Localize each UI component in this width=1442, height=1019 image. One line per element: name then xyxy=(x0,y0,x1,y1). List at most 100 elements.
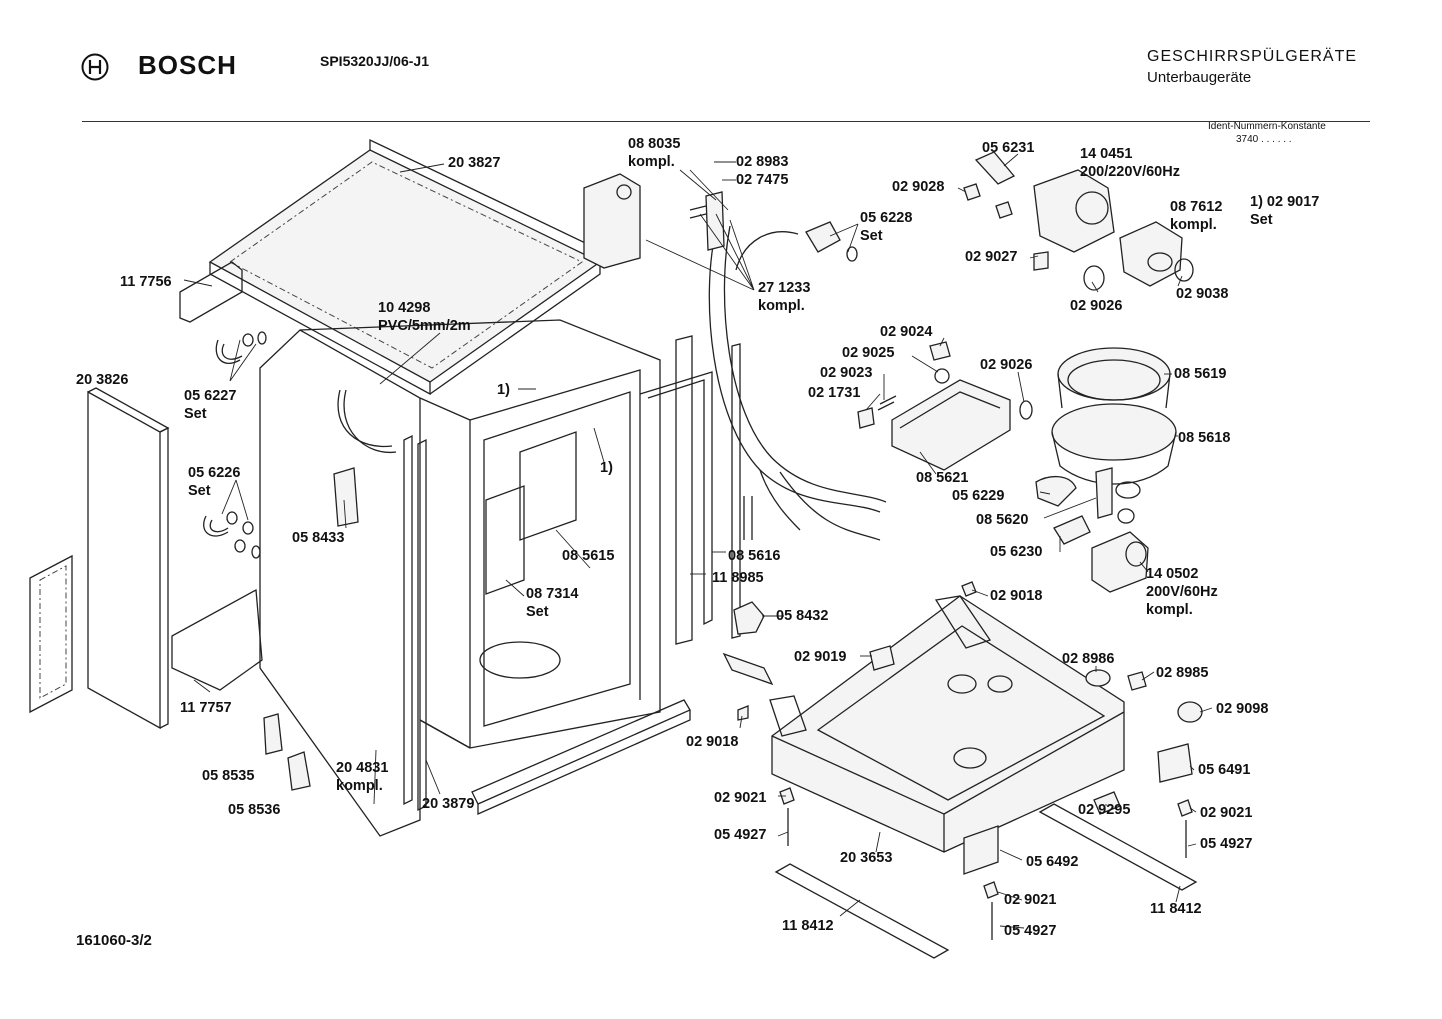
side-panel xyxy=(29,387,170,730)
part-label-p42: 05 6230 xyxy=(990,544,1042,560)
part-label-p30: 02 9026 xyxy=(1070,298,1122,314)
part-label-line: Set xyxy=(526,604,549,620)
part-label-p49: 02 9098 xyxy=(1216,701,1268,717)
part-label-p47: 02 8986 xyxy=(1062,651,1114,667)
part-label-line: 02 9021 xyxy=(714,790,766,806)
part-label-line: 05 4927 xyxy=(1200,836,1252,852)
part-label-line: 02 9023 xyxy=(820,365,872,381)
part-label-p04: 20 3826 xyxy=(76,372,128,388)
ident-value: 3740 . . . . . . xyxy=(1236,134,1292,145)
part-label-line: 02 9295 xyxy=(1078,802,1130,818)
part-label-p38: 08 5618 xyxy=(1178,430,1230,446)
part-label-line: 05 6491 xyxy=(1198,762,1250,778)
part-label-line: 11 7757 xyxy=(180,700,232,716)
part-label-line: 20 4831 xyxy=(336,760,388,776)
water-softener-block xyxy=(857,341,1077,507)
part-label-p61: 11 8412 xyxy=(782,918,834,934)
part-label-line: Set xyxy=(1250,212,1273,228)
part-label-p35: 02 1731 xyxy=(808,385,860,401)
part-label-p21: 02 7475 xyxy=(736,172,788,188)
part-label-p12: 08 5616 xyxy=(728,548,780,564)
subcategory-title: Unterbaugeräte xyxy=(1147,69,1252,86)
part-label-line: 05 6227 xyxy=(184,388,236,404)
part-label-p45: 05 8432 xyxy=(776,608,828,624)
part-label-p32: 02 9024 xyxy=(880,324,932,340)
part-label-line: 200V/60Hz xyxy=(1146,584,1218,600)
part-label-p46: 02 9019 xyxy=(794,649,846,665)
model-number: SPI5320JJ/06-J1 xyxy=(320,53,429,69)
part-label-line: 08 5621 xyxy=(916,470,968,486)
bosch-logo-icon xyxy=(81,53,109,81)
pump-motor xyxy=(963,151,1194,291)
part-label-p53: 05 4927 xyxy=(714,827,766,843)
part-label-line: kompl. xyxy=(336,778,383,794)
part-label-p17: 20 4831 kompl. xyxy=(336,760,388,794)
part-label-p37: 08 5619 xyxy=(1174,366,1226,382)
part-label-p26: 02 9028 xyxy=(892,179,944,195)
part-label-p02: 11 7756 xyxy=(120,274,172,290)
part-label-line: 11 8412 xyxy=(782,918,834,934)
main-tub xyxy=(259,319,661,837)
part-label-p13: 11 8985 xyxy=(712,570,764,586)
part-label-line: 08 5620 xyxy=(976,512,1028,528)
part-label-line: 27 1233 xyxy=(758,280,810,296)
part-label-line: Set xyxy=(860,228,883,244)
part-label-line: 05 6228 xyxy=(860,210,912,226)
part-label-line: 08 5616 xyxy=(728,548,780,564)
part-label-line: kompl. xyxy=(1170,217,1217,233)
part-label-p14: 11 7757 xyxy=(180,700,232,716)
part-label-p50: 02 9018 xyxy=(686,734,738,750)
part-label-line: 02 9098 xyxy=(1216,701,1268,717)
part-label-line: 08 5618 xyxy=(1178,430,1230,446)
base-frame xyxy=(769,595,1125,853)
part-label-p16: 05 8536 xyxy=(228,802,280,818)
support-rails xyxy=(774,803,1198,959)
part-label-line: 08 7314 xyxy=(526,586,578,602)
brand-name: BOSCH xyxy=(138,50,237,80)
part-label-line: 02 8985 xyxy=(1156,665,1208,681)
part-label-line: kompl. xyxy=(628,154,675,170)
door-seal xyxy=(403,335,741,812)
part-label-line: 02 9018 xyxy=(990,588,1042,604)
part-label-line: 02 8983 xyxy=(736,154,788,170)
part-label-p29: 02 9027 xyxy=(965,249,1017,265)
part-label-p58: 05 6492 xyxy=(1026,854,1078,870)
part-label-p57: 20 3653 xyxy=(840,850,892,866)
part-label-line: 02 9028 xyxy=(892,179,944,195)
plinth-strip xyxy=(471,699,691,815)
part-label-line: 11 8985 xyxy=(712,570,764,586)
inlet-hose-assembly xyxy=(583,173,887,541)
part-label-p44: 02 9018 xyxy=(990,588,1042,604)
part-label-line: 05 6226 xyxy=(188,465,240,481)
part-label-line: 11 7756 xyxy=(120,274,172,290)
part-label-line: 02 9038 xyxy=(1176,286,1228,302)
part-label-line: 1) xyxy=(600,460,613,476)
part-label-line: 10 4298 xyxy=(378,300,430,316)
part-label-line: 02 9018 xyxy=(686,734,738,750)
part-label-line: 02 9024 xyxy=(880,324,932,340)
left-bracket xyxy=(171,261,263,691)
drain-pump xyxy=(1053,515,1149,593)
part-label-line: 02 9021 xyxy=(1200,805,1252,821)
part-label-line: 02 9025 xyxy=(842,345,894,361)
part-label-line: 08 7612 xyxy=(1170,199,1222,215)
part-label-p20: 02 8983 xyxy=(736,154,788,170)
part-label-p09: 1) xyxy=(600,460,613,476)
part-label-p36: 02 9026 xyxy=(980,357,1032,373)
part-label-line: PVC/5mm/2m xyxy=(378,318,471,334)
drawing-number: 161060-3/2 xyxy=(76,932,152,949)
part-label-p08: 1) xyxy=(497,382,510,398)
part-label-p51: 05 6491 xyxy=(1198,762,1250,778)
part-label-p60: 05 4927 xyxy=(1004,923,1056,939)
part-label-p27: 08 7612 kompl. xyxy=(1170,199,1222,233)
part-label-line: 02 1731 xyxy=(808,385,860,401)
header-rule xyxy=(82,121,1370,122)
part-label-line: 02 9021 xyxy=(1004,892,1056,908)
part-label-line: 05 8433 xyxy=(292,530,344,546)
